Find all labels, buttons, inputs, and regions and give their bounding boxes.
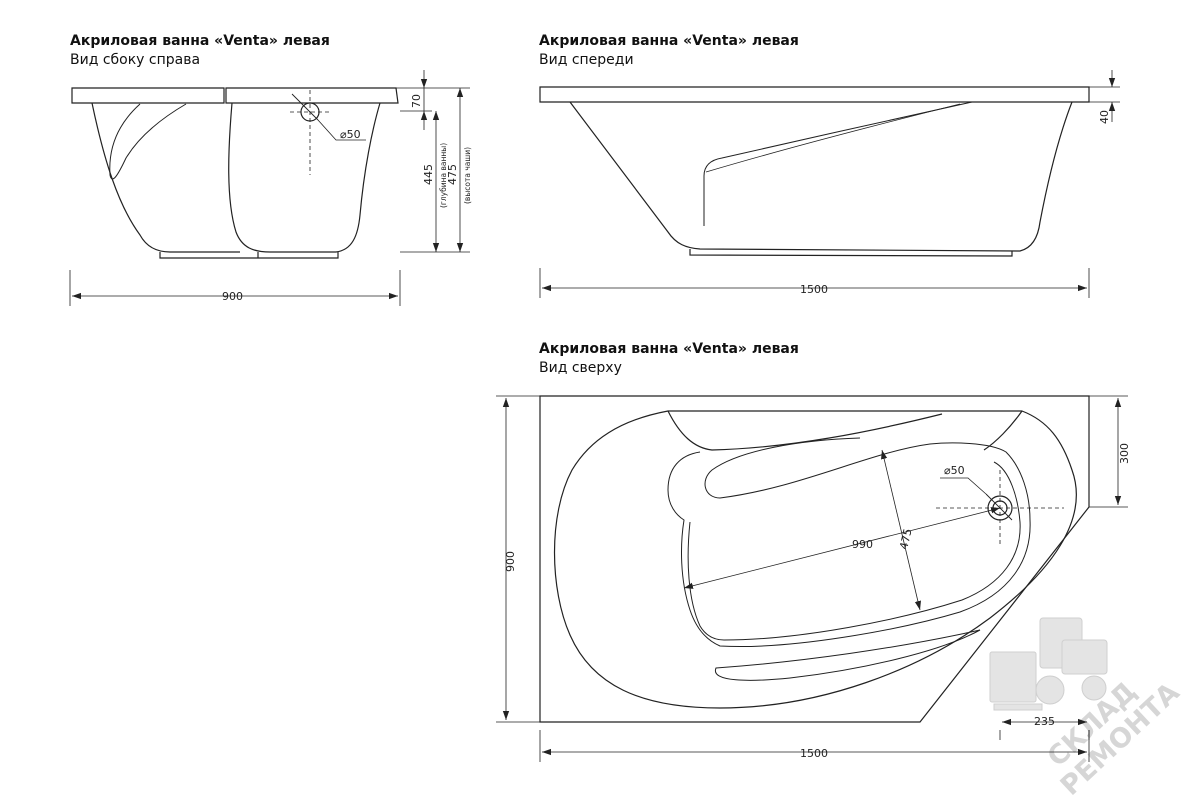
front-shell (569, 101, 1073, 252)
side-rim-right (225, 87, 399, 104)
side-width-label: 900 (222, 290, 243, 303)
front-base (689, 249, 1013, 257)
top-drain-label: ⌀50 (944, 464, 965, 477)
top-view-title: Акриловая ванна «Venta» левая (539, 341, 799, 357)
top-view-subtitle: Вид сверху (539, 360, 622, 376)
front-rim (539, 86, 1090, 103)
top-length-label: 1500 (800, 747, 828, 760)
top-inner-basin (667, 437, 1031, 647)
front-rim-label: 40 (1098, 110, 1111, 124)
top-corner-label: 235 (1034, 715, 1055, 728)
top-headrest (667, 410, 943, 451)
side-drain-label: ⌀50 (340, 128, 361, 141)
forklift-icon (989, 617, 1108, 711)
side-shell-right (228, 102, 381, 253)
side-shell-left (91, 102, 240, 253)
side-rim-label: 70 (410, 94, 423, 108)
front-dimension-lines (539, 70, 1120, 298)
top-width-label: 900 (504, 551, 517, 572)
side-depth-label: 445 (422, 164, 435, 185)
side-height-note: (высота чаши) (463, 147, 472, 204)
top-bowl-outer (553, 410, 1077, 709)
side-view-title: Акриловая ванна «Venta» левая (70, 33, 330, 49)
side-height-label: 475 (446, 164, 459, 185)
top-view-drawing (539, 395, 1090, 723)
side-rim (71, 87, 225, 104)
side-view-drawing (71, 87, 399, 259)
top-armrest (715, 629, 981, 681)
top-inner-width-label: 475 (897, 527, 914, 550)
side-base (159, 252, 339, 259)
watermark-logo: СКЛАД РЕМОНТА (989, 617, 1186, 798)
front-view-drawing (539, 86, 1090, 257)
front-length-label: 1500 (800, 283, 828, 296)
top-dimension-lines (496, 395, 1128, 762)
top-inner-length-label: 990 (852, 538, 873, 551)
front-view-subtitle: Вид спереди (539, 52, 634, 68)
top-outline (539, 395, 1090, 723)
side-view-subtitle: Вид сбоку справа (70, 52, 201, 68)
front-view-title: Акриловая ванна «Venta» левая (539, 33, 799, 49)
side-dimension-lines (69, 70, 470, 306)
top-offset-label: 300 (1118, 443, 1131, 464)
side-depth-note: (глубина ванны) (439, 143, 448, 208)
